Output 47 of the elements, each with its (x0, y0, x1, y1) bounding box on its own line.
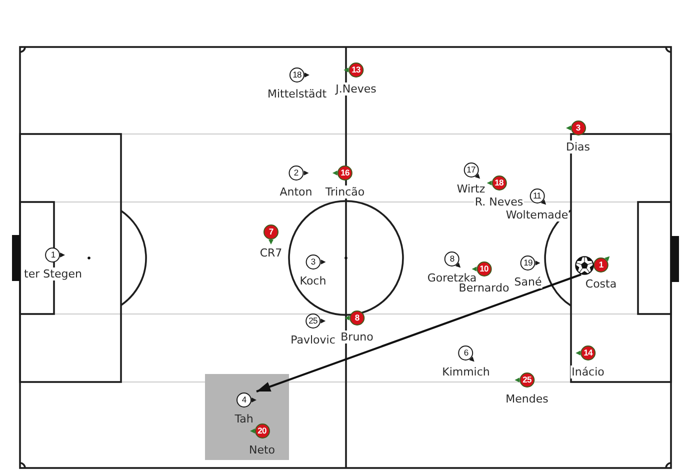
soccer-ball-icon (574, 256, 594, 274)
player-marker: 25 (520, 372, 534, 388)
player-name: Bruno (340, 330, 374, 344)
player-name: Inácio (570, 366, 606, 378)
player-marker: 1 (46, 248, 60, 262)
player-marker: 20 (254, 424, 270, 438)
player-marker: 10 (476, 262, 492, 276)
player-marker: 8 (350, 310, 364, 326)
player-marker: 18 (492, 176, 506, 190)
player-name: Bernardo (458, 282, 510, 294)
player-marker: 6 (458, 346, 474, 360)
player-marker: 4 (236, 392, 252, 408)
player-marker: 16 (338, 166, 352, 180)
player-name: Costa (584, 278, 618, 290)
player-marker: 1 (594, 258, 608, 272)
player-marker: 11 (530, 188, 544, 204)
player-name: Tah (234, 412, 254, 426)
player-name: J.Neves (334, 82, 378, 96)
player-name: R. Neves (474, 196, 524, 208)
player-name: Pavlovic (290, 334, 336, 346)
pass-arrow (256, 274, 582, 392)
player-marker: 7 (264, 224, 278, 240)
player-marker: 18 (290, 68, 304, 82)
player-marker: 8 (444, 252, 460, 266)
player-name: Sané (513, 276, 543, 288)
player-marker: 3 (306, 254, 320, 270)
player-name: ter Stegen (23, 268, 83, 280)
player-name: Koch (298, 274, 328, 288)
player-name: Neto (248, 444, 276, 456)
player-name: Wirtz (456, 182, 486, 196)
player-name: CR7 (258, 246, 284, 260)
player-marker: 25 (306, 314, 320, 328)
player-name: Anton (278, 186, 314, 198)
player-name: Dias (565, 140, 591, 154)
player-name: Kimmich (441, 366, 491, 378)
highlight-area (205, 374, 289, 460)
player-marker: 2 (288, 166, 304, 180)
player-name: Woltemade (504, 208, 570, 222)
player-name: Goretzka (426, 272, 478, 284)
player-marker: 14 (580, 346, 596, 360)
player-name: Mittelstädt (266, 88, 328, 100)
player-marker: 17 (464, 162, 478, 178)
player-name: Mendes (504, 392, 550, 406)
player-name: Trincão (324, 186, 366, 198)
player-marker: 3 (570, 120, 586, 136)
player-marker: 13 (348, 62, 364, 78)
player-marker: 19 (520, 256, 536, 270)
